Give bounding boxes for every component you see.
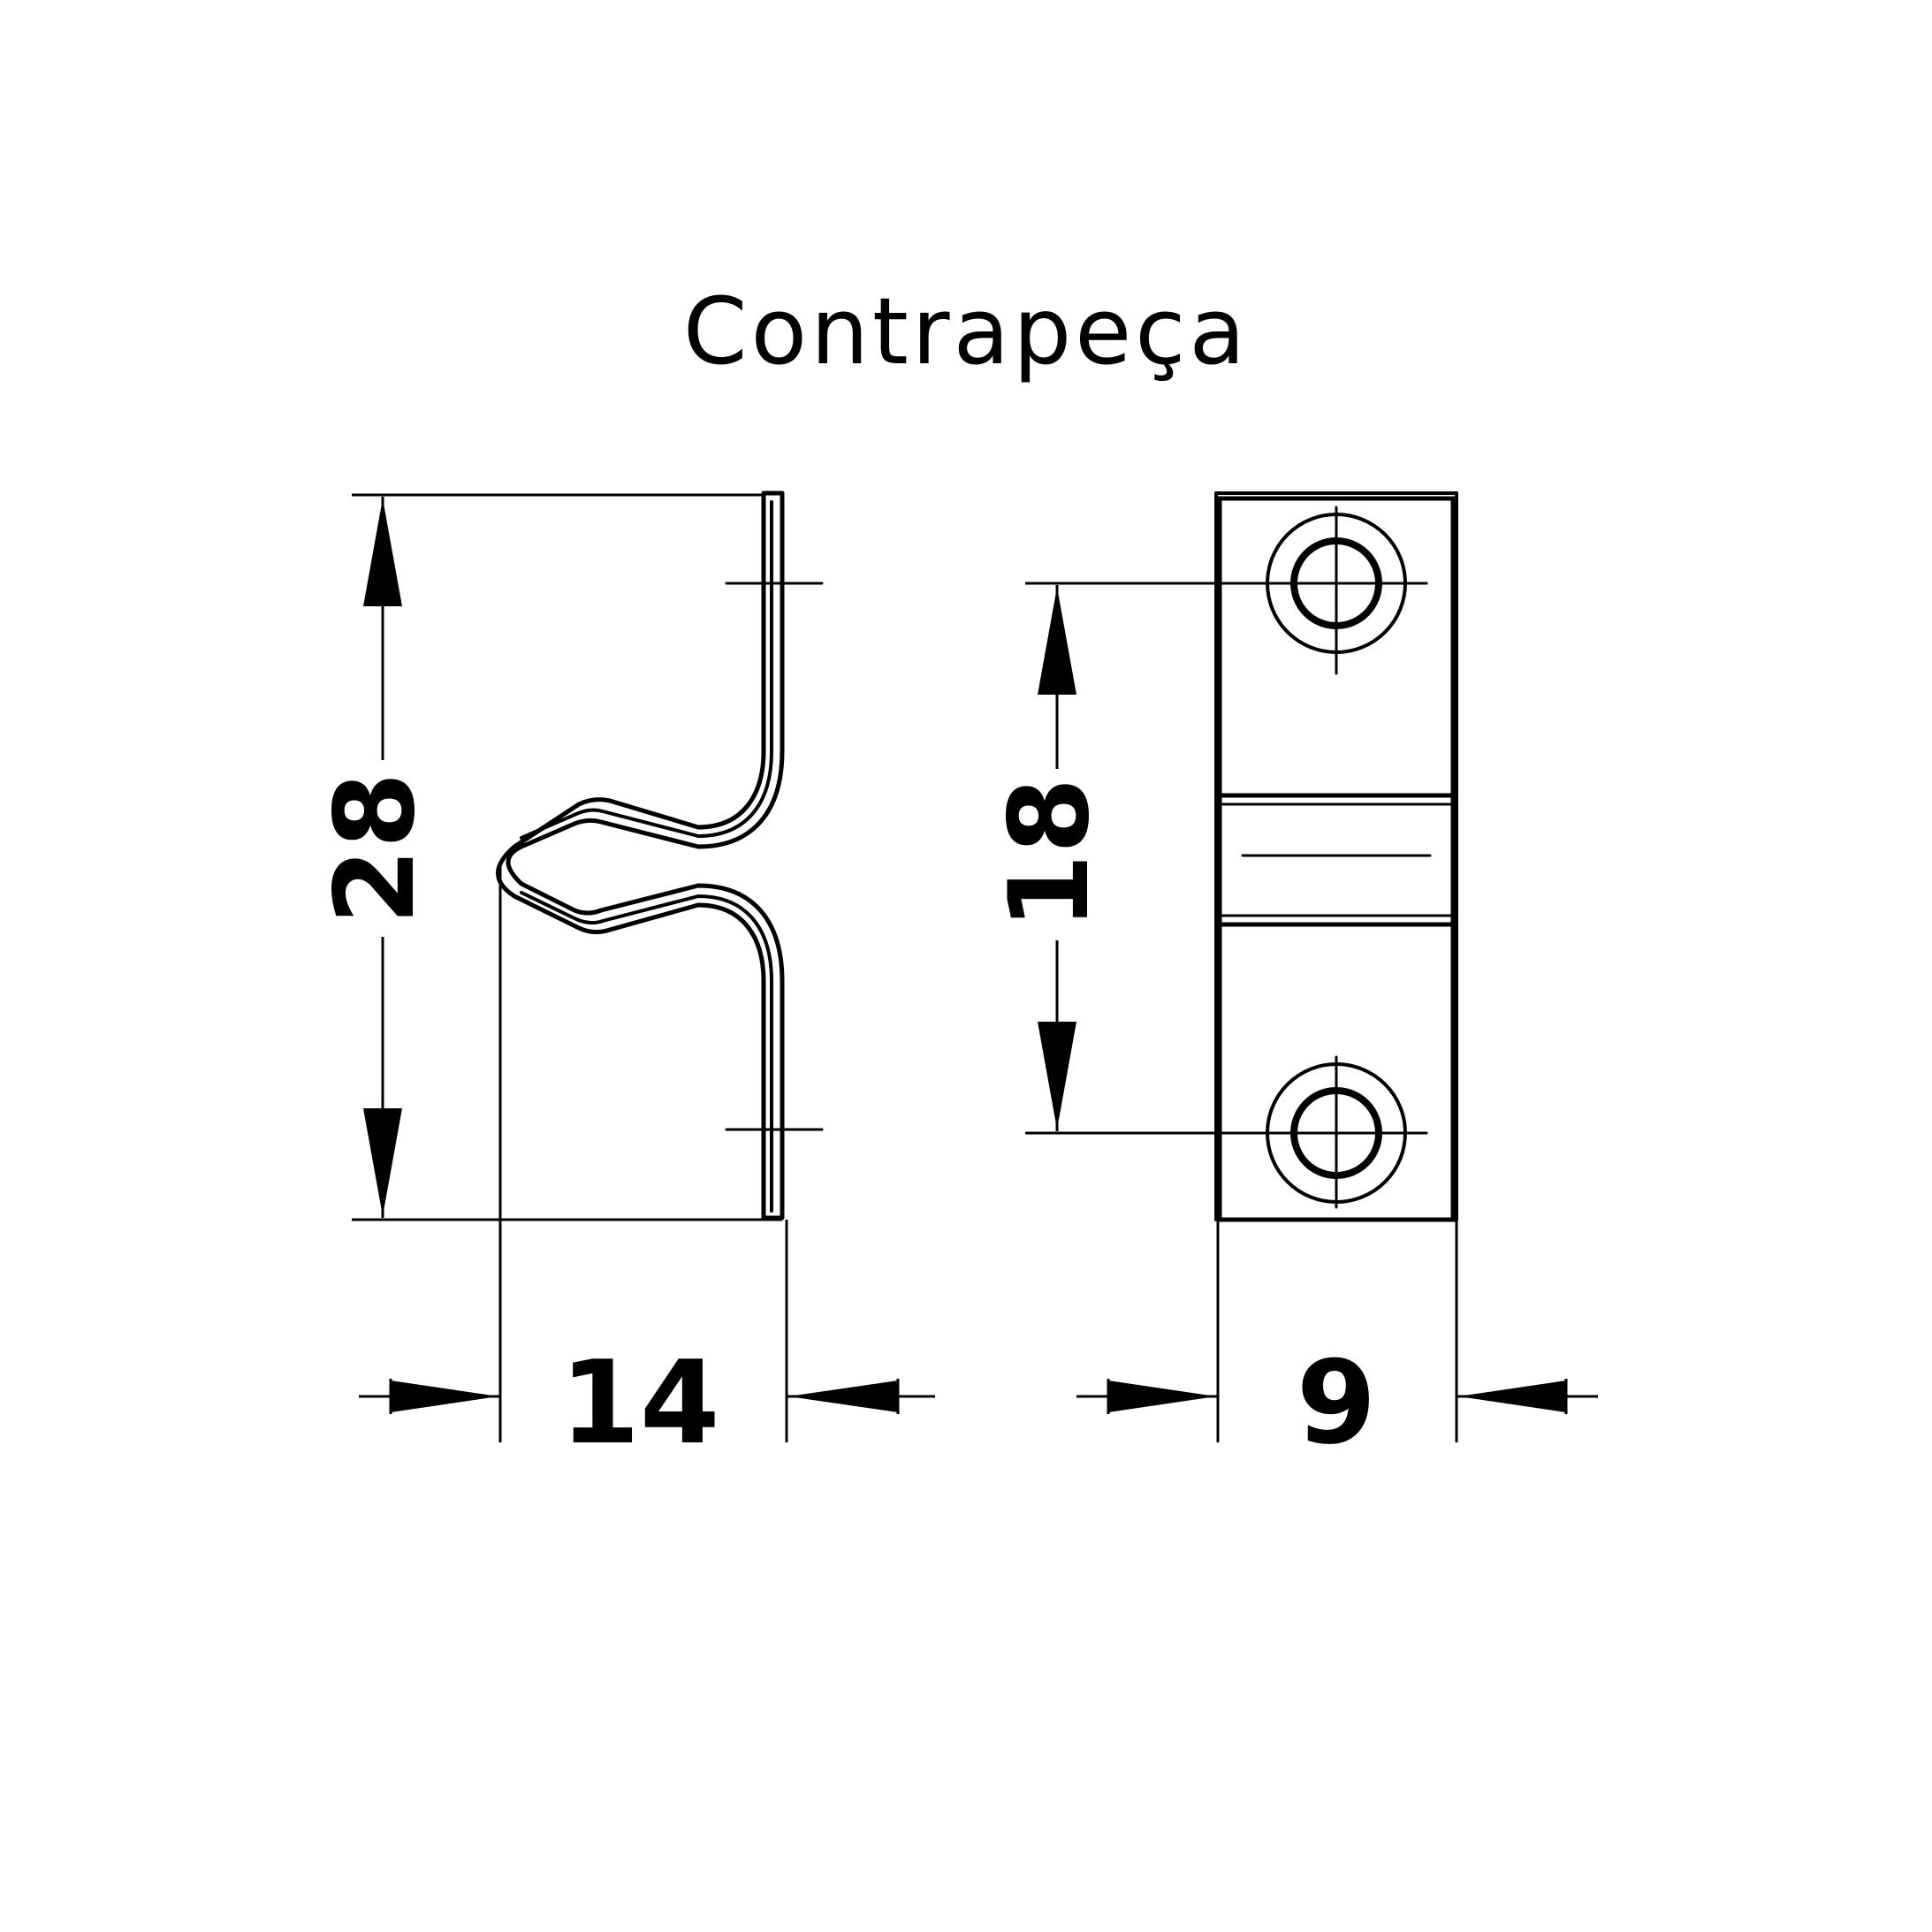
side-view-outer-profile (496, 491, 785, 1221)
front-plate-outline (1217, 496, 1456, 1222)
screw-hole-top (1253, 506, 1428, 675)
dimension-height (352, 493, 782, 1221)
dim-label-width-front: 9 (1297, 1335, 1376, 1470)
side-view (496, 491, 824, 1221)
arrowhead-left-front (1458, 1381, 1566, 1412)
side-view-inner-profile-lower (520, 891, 773, 1213)
dimension-width-side (359, 862, 935, 1442)
arrowhead-down (363, 1108, 402, 1216)
drawing-title: Contrapeça (682, 278, 1250, 385)
screw-hole-bottom (1253, 1055, 1428, 1209)
front-view (1214, 491, 1458, 1222)
side-view-inner-profile (520, 500, 773, 840)
dim-label-width-side: 14 (560, 1335, 720, 1470)
arrowhead-right (391, 1381, 498, 1412)
arrowhead-left (788, 1381, 898, 1412)
arrowhead-up-front (1038, 587, 1076, 695)
dim-label-height: 28 (312, 772, 439, 925)
dimension-hole-spacing (1025, 582, 1269, 1135)
arrowhead-up (363, 498, 402, 606)
dim-label-hole-spacing: 18 (986, 778, 1114, 931)
arrowhead-right-front (1108, 1381, 1216, 1412)
dimension-width-front (1076, 1220, 1598, 1442)
arrowhead-down-front (1038, 1022, 1076, 1130)
